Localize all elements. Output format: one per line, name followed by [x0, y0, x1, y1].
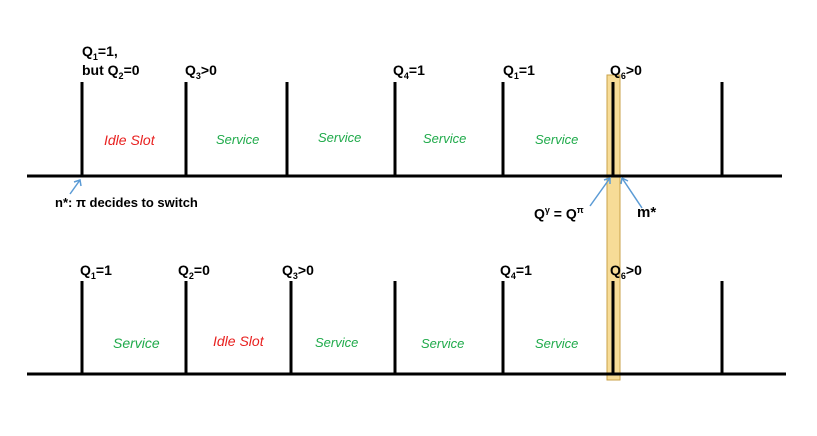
bottom-label-q3: Q3>0 — [282, 262, 314, 281]
n-star-annotation: n*: π decides to switch — [55, 195, 198, 210]
arrow-m-star — [621, 177, 643, 209]
top-slot-service: Service — [423, 131, 467, 146]
bottom-label-q2: Q2=0 — [178, 262, 210, 281]
top-slot-service: Service — [318, 130, 362, 145]
top-label-q2: but Q2=0 — [82, 62, 140, 81]
bottom-slot-service: Service — [535, 336, 579, 351]
bottom-label-q4: Q4=1 — [500, 262, 532, 281]
bottom-label-q1: Q1=1 — [80, 262, 112, 281]
top-slot-idle: Idle Slot — [104, 132, 155, 148]
arrowhead-m-star — [620, 176, 629, 185]
arrowhead-q-eq — [603, 176, 611, 184]
bottom-label-q6: Q6>0 — [610, 262, 642, 281]
m-star-annotation: m* — [637, 204, 657, 221]
arrow-n-star — [69, 179, 81, 195]
top-label-q4: Q4=1 — [393, 62, 425, 81]
top-label-q6: Q6>0 — [610, 62, 642, 81]
top-label-q1-second: Q1=1 — [503, 62, 535, 81]
highlight-band — [606, 74, 621, 381]
bottom-slot-service: Service — [113, 335, 160, 351]
arrowhead-n-star — [73, 179, 82, 187]
bottom-slot-service: Service — [421, 336, 465, 351]
q-gamma-equals-q-pi: Qγ = Qπ — [534, 205, 584, 222]
top-label-q1: Q1=1, — [82, 43, 118, 62]
arrow-q-eq — [589, 177, 611, 207]
top-label-q3: Q3>0 — [185, 62, 217, 81]
top-slot-service: Service — [535, 132, 579, 147]
bottom-slot-idle: Idle Slot — [213, 333, 264, 349]
top-slot-service: Service — [216, 132, 260, 147]
bottom-slot-service: Service — [315, 335, 359, 350]
